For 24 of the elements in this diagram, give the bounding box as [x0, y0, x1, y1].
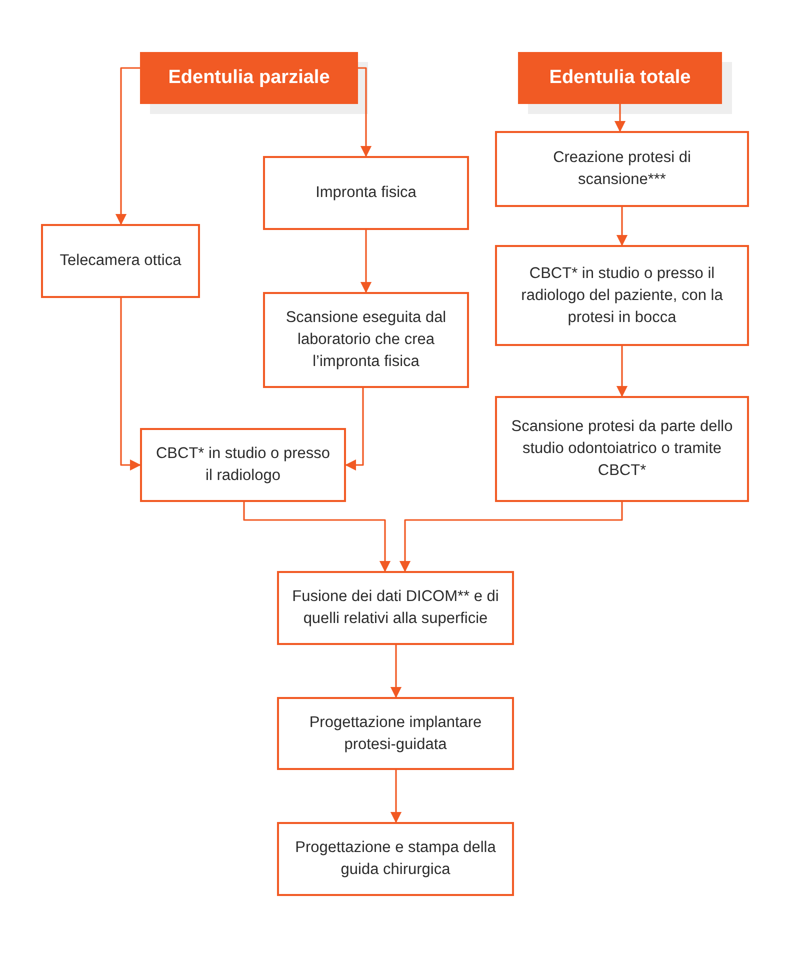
arrow — [390, 770, 402, 824]
arrow — [616, 207, 628, 246]
arrow — [344, 388, 364, 471]
arrow — [390, 645, 402, 698]
arrow — [243, 502, 391, 572]
process-box: CBCT* in studio o presso il radiologo del paziente, con la protesi in bocca — [495, 245, 749, 346]
arrow — [616, 346, 628, 398]
category-header: Edentulia totale — [518, 52, 722, 104]
arrow — [358, 67, 372, 158]
process-box: Progettazione implantare protesi-guidata — [277, 697, 514, 770]
process-box: Fusione dei dati DICOM** e di quelli relativi alla superficie — [277, 571, 514, 645]
process-box: Progettazione e stampa della guida chirurgica — [277, 822, 514, 896]
process-box: CBCT* in studio o presso il radiologo — [140, 428, 346, 502]
process-box: Creazione protesi di scansione*** — [495, 131, 749, 207]
process-box: Telecamera ottica — [41, 224, 200, 298]
arrow — [115, 67, 140, 226]
arrow — [399, 502, 623, 572]
category-header: Edentulia parziale — [140, 52, 358, 104]
process-box: Scansione protesi da parte dello studio odontoiatrico o tramite CBCT* — [495, 396, 749, 502]
arrow — [360, 230, 372, 294]
process-box: Scansione eseguita dal laboratorio che crea l’impronta fisica — [263, 292, 469, 388]
process-box: Impronta fisica — [263, 156, 469, 230]
arrow — [614, 104, 626, 132]
arrow — [120, 298, 142, 471]
